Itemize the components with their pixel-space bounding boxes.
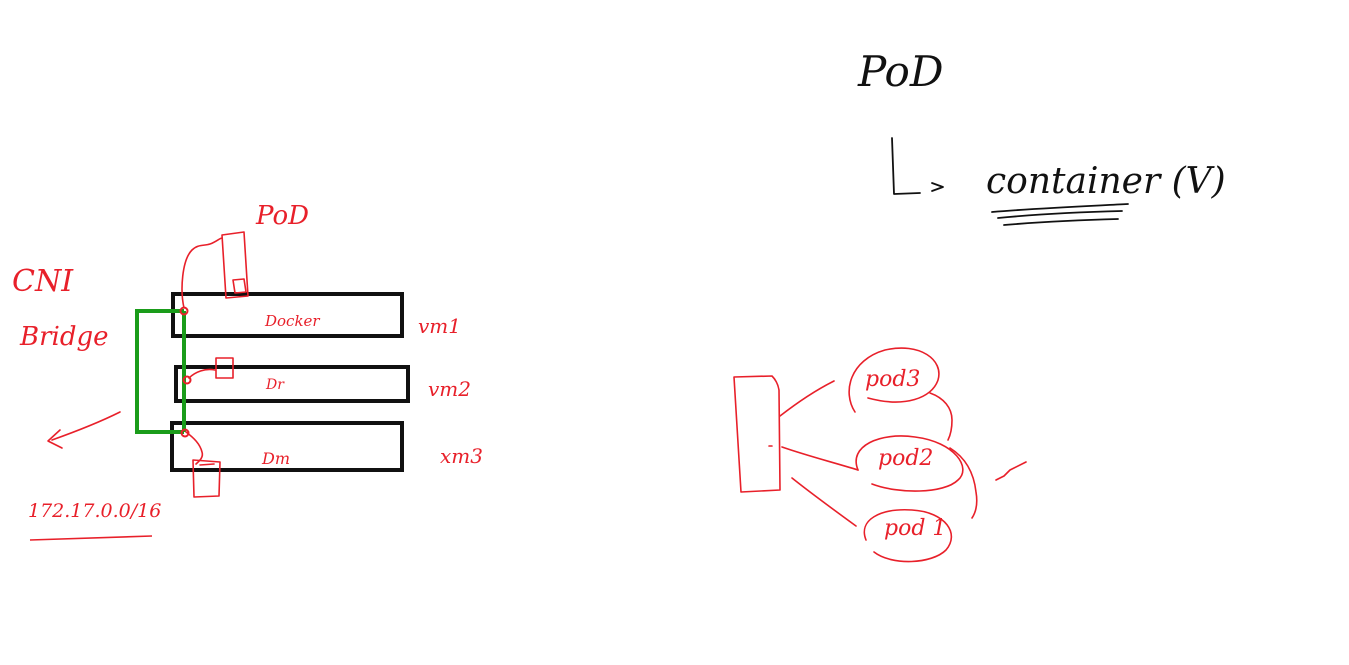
pod-sketch-vm2 xyxy=(188,357,234,379)
vm3-name: xm3 xyxy=(440,444,483,468)
bridge-label: Bridge xyxy=(19,322,109,352)
vm1-box xyxy=(171,292,404,338)
pod-sketch-vm1 xyxy=(181,231,249,309)
pod1-label: pod 1 xyxy=(884,516,946,541)
cni-label: CNI xyxy=(12,264,74,299)
check-mark xyxy=(995,461,1027,481)
subnet-label: 172.17.0.0/16 xyxy=(28,500,161,522)
vm2-inner-label: Dr xyxy=(265,377,285,393)
pod2-ellipse xyxy=(855,435,964,492)
cni-bridge-lines xyxy=(135,309,186,434)
vm2-name: vm2 xyxy=(428,377,471,401)
vm2-box xyxy=(174,365,410,403)
container-text: container (V) xyxy=(986,161,1226,202)
vm1-inner-label: Docker xyxy=(264,312,320,330)
pod3-label: pod3 xyxy=(865,367,920,392)
pod-label-left: PoD xyxy=(255,201,309,231)
pod3-ellipse xyxy=(848,347,940,413)
vm3-inner-label: Dm xyxy=(261,449,290,468)
vm-stack xyxy=(170,292,410,472)
pod1-ellipse xyxy=(863,509,953,563)
vm3-box xyxy=(170,421,404,472)
vm1-name: vm1 xyxy=(418,314,461,338)
container-arrow xyxy=(891,137,944,195)
node-box xyxy=(733,375,781,493)
pod-sketch-vm3 xyxy=(185,431,221,498)
pod2-label: pod2 xyxy=(878,446,933,471)
subnet-underline xyxy=(29,535,153,541)
pod-grouping-bracket xyxy=(929,392,978,519)
left-arrow xyxy=(47,411,121,449)
node-links xyxy=(779,380,859,527)
pod-title: PoD xyxy=(857,47,944,96)
container-underline xyxy=(991,203,1129,226)
